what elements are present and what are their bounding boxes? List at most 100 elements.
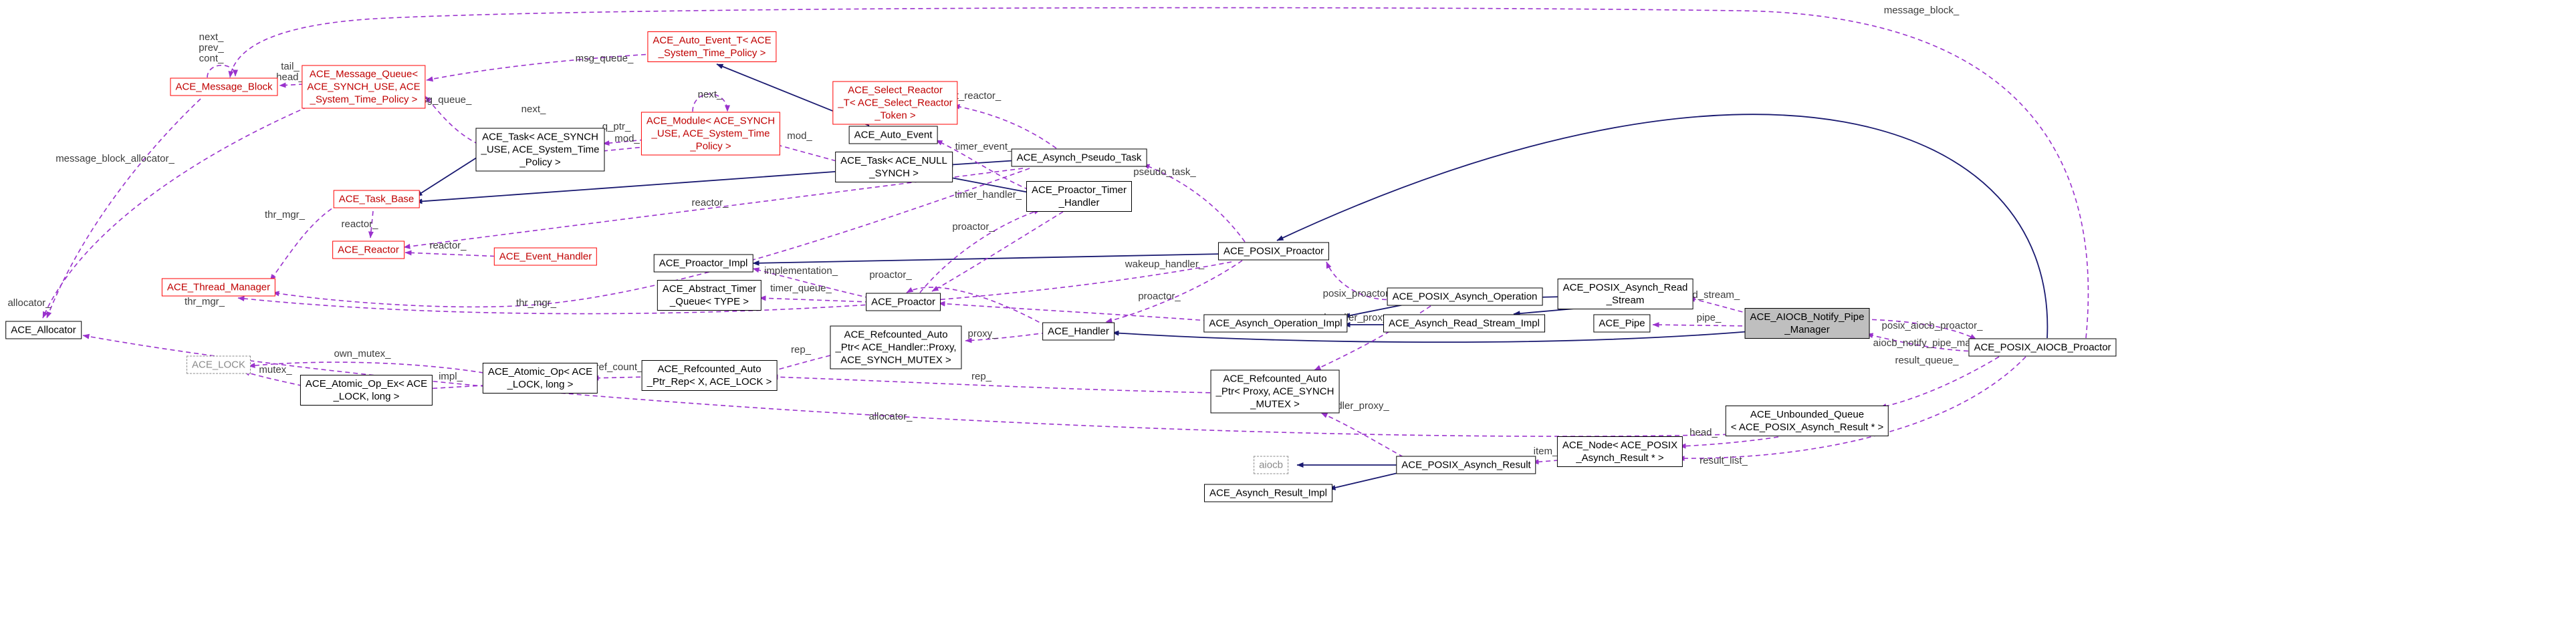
node-ace-handler[interactable]: ACE_Handler	[1042, 322, 1115, 341]
node-label-line: ACE_Proactor_Impl	[659, 257, 748, 269]
edge-message-queue-to-message-block	[279, 82, 304, 88]
node-ace-posix-asynch-read-stream[interactable]: ACE_POSIX_Asynch_Read_Stream	[1557, 279, 1693, 309]
node-ace-atomic-op[interactable]: ACE_Atomic_Op< ACE_LOCK, long >	[482, 363, 598, 394]
node-ace-abstract-timer-queue[interactable]: ACE_Abstract_Timer_Queue< TYPE >	[657, 280, 762, 311]
node-label-line: _LOCK, long >	[507, 379, 574, 390]
node-label-line: ACE_Atomic_Op_Ex< ACE	[305, 378, 428, 390]
node-label-line: ACE_Message_Queue<	[309, 68, 419, 80]
node-ace-posix-aiocb-proactor[interactable]: ACE_POSIX_AIOCB_Proactor	[1968, 338, 2117, 357]
node-label-line: ACE_LOCK	[191, 359, 246, 371]
edge-refcounted-proxy-to-rep	[771, 374, 1219, 394]
node-ace-posix-asynch-result[interactable]: ACE_POSIX_Asynch_Result	[1396, 456, 1536, 474]
edge-label: posix_proactor_	[1323, 288, 1395, 299]
node-ace-atomic-op-ex[interactable]: ACE_Atomic_Op_Ex< ACE_LOCK, long >	[300, 375, 433, 406]
edge-label: next_prev_cont_	[199, 31, 224, 64]
edge-label: message_block_allocator_	[55, 153, 174, 164]
edge-label: item_	[1534, 446, 1558, 457]
node-label-line: ACE_Proactor	[871, 296, 935, 308]
node-label-line: _LOCK, long >	[333, 391, 400, 402]
edge-proactor-to-timer-handler	[919, 209, 1041, 293]
edge-refcounted-handler-proxy-to-rep	[770, 355, 831, 373]
node-ace-proactor[interactable]: ACE_Proactor	[866, 293, 941, 311]
edge-atomic-op-ex-to-lock	[243, 370, 311, 388]
edge-notify-pipe-manager-to-posix-aiocb-proactor	[1863, 319, 1977, 340]
node-label-line: _Ptr_Rep< X, ACE_LOCK >	[647, 376, 772, 388]
node-label-line: ACE_Refcounted_Auto	[844, 329, 948, 341]
node-label-line: ACE_Handler	[1048, 325, 1109, 337]
node-ace-asynch-result-impl[interactable]: ACE_Asynch_Result_Impl	[1204, 484, 1332, 502]
edge-posix-asynch-operation-to-posix-proactor	[1326, 261, 1395, 301]
node-ace-aiocb-notify-pipe-manager: ACE_AIOCB_Notify_Pipe_Manager	[1744, 308, 1870, 339]
node-label-line: _Ptr< ACE_Handler::Proxy,	[835, 341, 957, 353]
node-label-line: ACE_Proactor_Timer	[1032, 184, 1127, 196]
edge-label: next_	[521, 104, 546, 115]
node-label-line: ACE_Abstract_Timer	[662, 283, 757, 295]
node-ace-auto-event-t[interactable]: ACE_Auto_Event_T< ACE_System_Time_Policy…	[647, 31, 777, 62]
node-ace-asynch-pseudo-task[interactable]: ACE_Asynch_Pseudo_Task	[1011, 148, 1147, 167]
node-label-line: ACE_Task_Base	[338, 193, 415, 205]
node-label-line: ACE_Reactor	[338, 244, 399, 256]
node-label-line: ACE_Refcounted_Auto	[1223, 373, 1327, 385]
edge-posix-asynch-operation-to-asynch-operation-impl	[1343, 304, 1405, 319]
node-ace-task-null-synch[interactable]: ACE_Task< ACE_NULL_SYNCH >	[835, 152, 953, 182]
edge-posix-proactor-to-handler	[1105, 260, 1243, 323]
edge-posix-read-stream-to-read-stream-impl	[1513, 308, 1575, 317]
node-label-line: _T< ACE_Select_Reactor	[838, 97, 953, 109]
node-ace-allocator[interactable]: ACE_Allocator	[5, 321, 82, 339]
edge-label: result_list_	[1700, 455, 1748, 466]
node-label-line: _USE, ACE_System_Time	[651, 128, 770, 140]
node-ace-posix-asynch-operation[interactable]: ACE_POSIX_Asynch_Operation	[1387, 287, 1543, 306]
node-label-line: ACE_Refcounted_Auto	[657, 363, 762, 375]
edge-label: msg_queue_	[576, 53, 634, 64]
node-ace-select-reactor-t[interactable]: ACE_Select_Reactor_T< ACE_Select_Reactor…	[832, 81, 958, 125]
edge-label: q_ptr_	[602, 121, 631, 132]
edge-posix-aiocb-proactor-to-unbounded-queue	[1879, 356, 2000, 409]
node-ace-node[interactable]: ACE_Node< ACE_POSIX_Asynch_Result * >	[1556, 436, 1683, 467]
edge-label: mod_	[787, 130, 812, 142]
edge-task-base-to-thread-manager	[269, 204, 339, 281]
edge-label: posix_aiocb_proactor_	[1882, 320, 1984, 331]
edge-label: timer_queue_	[770, 283, 832, 294]
node-ace-message-queue[interactable]: ACE_Message_Queue<ACE_SYNCH_USE, ACE_Sys…	[302, 65, 426, 109]
node-ace-pipe[interactable]: ACE_Pipe	[1593, 314, 1651, 333]
node-ace-posix-proactor[interactable]: ACE_POSIX_Proactor	[1217, 242, 1330, 261]
node-ace-message-block[interactable]: ACE_Message_Block	[170, 78, 278, 96]
edge-label: message_block_	[1884, 5, 1960, 16]
edge-label: rep_	[971, 371, 992, 382]
node-ace-task-synch[interactable]: ACE_Task< ACE_SYNCH_USE, ACE_System_Time…	[475, 128, 605, 172]
edge-unbounded-queue-to-allocator	[82, 333, 1736, 437]
node-ace-auto-event[interactable]: ACE_Auto_Event	[848, 126, 938, 144]
node-ace-refcounted-auto-ptr-rep[interactable]: ACE_Refcounted_Auto_Ptr_Rep< X, ACE_LOCK…	[641, 360, 778, 391]
edge-posix-aiocb-proactor-to-message-block	[228, 7, 2089, 339]
edge-auto-event-t-to-message-queue	[426, 53, 663, 82]
node-ace-unbounded-queue[interactable]: ACE_Unbounded_Queue< ACE_POSIX_Asynch_Re…	[1725, 406, 1889, 436]
node-ace-thread-manager[interactable]: ACE_Thread_Manager	[161, 278, 276, 297]
edge-task-synch-to-message-queue	[425, 96, 479, 145]
node-ace-lock: ACE_LOCK	[186, 355, 251, 374]
edge-timer-handler-to-task-null	[943, 174, 1030, 193]
node-label-line: _Policy >	[519, 156, 561, 168]
node-ace-asynch-operation-impl[interactable]: ACE_Asynch_Operation_Impl	[1203, 314, 1348, 333]
edge-label: result_queue_	[1895, 355, 1959, 366]
node-label-line: ACE_POSIX_AIOCB_Proactor	[1974, 341, 2111, 353]
edge-atomic-op-to-lock	[248, 361, 492, 375]
edge-event-handler-to-reactor	[404, 250, 503, 257]
edge-label: proactor_	[869, 269, 912, 281]
node-ace-task-base[interactable]: ACE_Task_Base	[333, 190, 420, 208]
edge-module-self	[692, 93, 730, 112]
node-ace-proactor-impl[interactable]: ACE_Proactor_Impl	[653, 254, 753, 273]
edge-label: proactor_	[952, 221, 995, 233]
node-ace-event-handler[interactable]: ACE_Event_Handler	[493, 247, 598, 266]
edge-posix-aiocb-proactor-to-node	[1677, 356, 2026, 462]
node-ace-refcounted-auto-ptr-proxy[interactable]: ACE_Refcounted_Auto_Ptr< Proxy, ACE_SYNC…	[1210, 369, 1340, 414]
edge-asynch-operation-impl-to-proactor	[938, 301, 1209, 321]
node-ace-module[interactable]: ACE_Module< ACE_SYNCH_USE, ACE_System_Ti…	[640, 112, 781, 156]
node-ace-refcounted-auto-ptr-handler-proxy[interactable]: ACE_Refcounted_Auto_Ptr< ACE_Handler::Pr…	[830, 325, 962, 369]
edge-label: implementation_	[764, 265, 838, 277]
edge-notify-pipe-manager-to-pipe	[1652, 322, 1751, 328]
node-ace-asynch-read-stream-impl[interactable]: ACE_Asynch_Read_Stream_Impl	[1383, 314, 1545, 333]
node-ace-reactor[interactable]: ACE_Reactor	[332, 241, 404, 259]
node-ace-proactor-timer-handler[interactable]: ACE_Proactor_Timer_Handler	[1026, 181, 1132, 212]
node-label-line: ACE_SYNCH_USE, ACE	[307, 81, 421, 93]
edge-label: next_	[698, 89, 723, 100]
